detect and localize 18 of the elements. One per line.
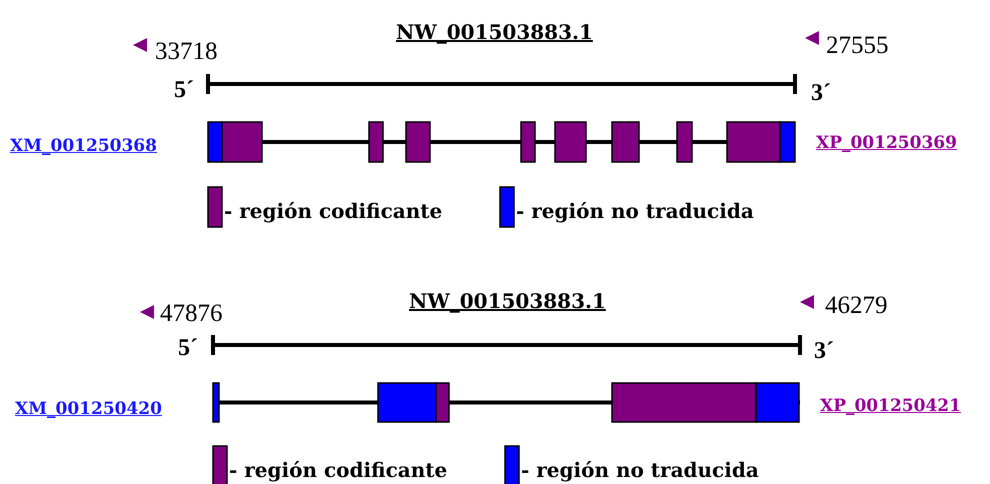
legend-text: - región no traducida	[516, 199, 754, 223]
link: XM_001250368	[10, 136, 157, 156]
strand-end-label: 3´	[814, 338, 834, 365]
legend-text: - región no traducida	[521, 458, 759, 482]
coordinate-number: 47876	[160, 300, 222, 328]
coordinate-number: 33718	[155, 38, 218, 66]
legend-text: - región codificante	[224, 199, 442, 223]
link: XP_001250421	[820, 396, 961, 416]
sequence-id: NW_001503883.1	[396, 20, 593, 44]
sequence-id: NW_001503883.1	[409, 289, 606, 313]
coordinate-number: 27555	[826, 32, 888, 60]
link: XP_001250369	[816, 133, 957, 153]
link: XM_001250420	[15, 399, 162, 419]
strand-end-label: 5´	[178, 335, 198, 362]
coordinate-number: 46279	[825, 292, 888, 320]
strand-end-label: 5´	[174, 77, 194, 104]
legend-text: - región codificante	[229, 458, 448, 482]
strand-end-label: 3´	[811, 80, 831, 107]
